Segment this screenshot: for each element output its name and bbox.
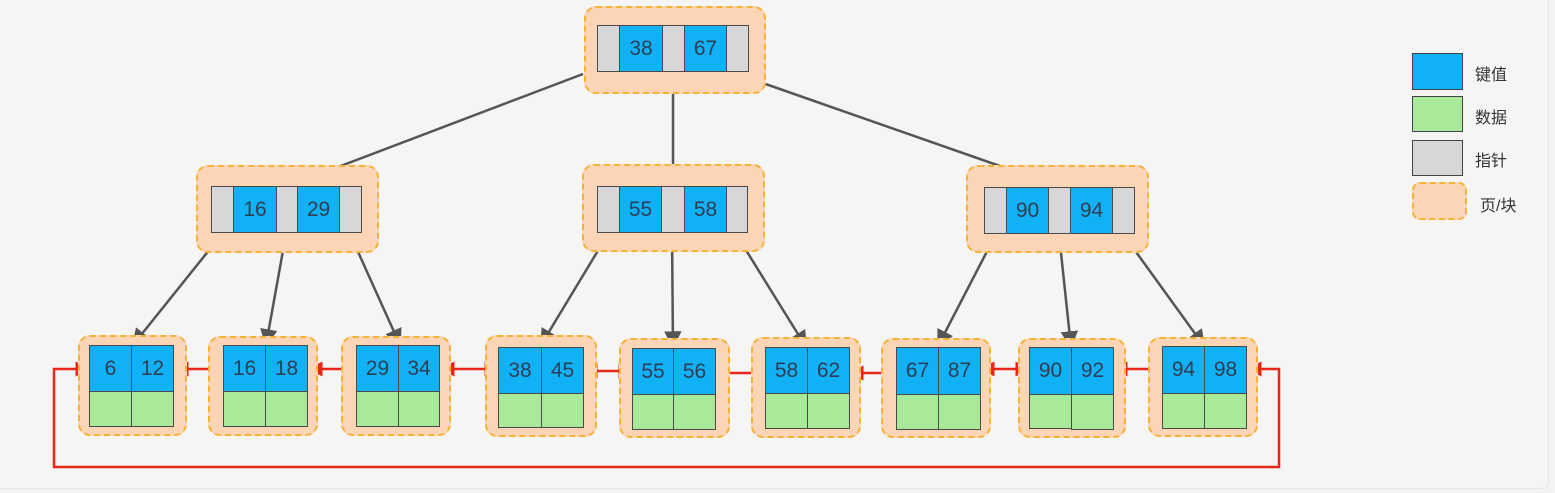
leaf2-key-2: 18	[265, 345, 308, 392]
edge-internal2-leaf5	[664, 233, 682, 349]
leaf3-data-1	[356, 391, 399, 427]
leaf6-key-1: 58	[765, 347, 808, 394]
internal3-pointer-3	[1112, 187, 1135, 234]
root-pointer-3	[726, 25, 749, 72]
leaf5-data-2	[673, 394, 716, 430]
leaf7-key-1: 67	[896, 347, 939, 395]
edge-internal2-leaf4	[539, 233, 610, 347]
leaf6-key-2: 62	[807, 347, 850, 394]
leaf4-data-1	[498, 393, 542, 428]
leaf5-key-2: 56	[673, 348, 716, 395]
legend-page-label: 页/块	[1480, 198, 1517, 215]
legend-data-label: 数据	[1475, 110, 1508, 127]
leaf1-data-1	[89, 391, 132, 427]
leaf3-key-2: 34	[398, 345, 440, 392]
leaf2-key-1: 16	[223, 345, 266, 392]
leaf7-data-2	[938, 394, 981, 430]
legend-pointer-label: 指针	[1475, 153, 1508, 170]
leaf6-data-2	[807, 393, 850, 429]
internal2-pointer-3	[726, 186, 748, 233]
leaf5-key-1: 55	[632, 348, 674, 395]
leaf1-key-1: 6	[89, 345, 132, 392]
root-key-1: 38	[619, 25, 663, 72]
legend-pointer-swatch	[1412, 140, 1463, 176]
root-key-2: 67	[684, 25, 727, 72]
internal2-key-1: 55	[619, 186, 662, 233]
leaf7-data-1	[896, 394, 939, 430]
leaf4-key-2: 45	[541, 347, 584, 394]
leaf6-data-1	[765, 393, 808, 429]
leaf4-key-1: 38	[498, 347, 542, 394]
leaf2-data-1	[223, 391, 266, 427]
internal3-key-1: 90	[1006, 187, 1049, 234]
internal1-key-2: 29	[297, 186, 340, 233]
leaf1-data-2	[131, 391, 174, 427]
internal3-pointer-1	[984, 187, 1007, 234]
edge-internal2-leaf6	[734, 233, 808, 349]
leaf2-data-2	[265, 391, 308, 427]
leaf8-data-2	[1071, 394, 1114, 430]
leaf8-data-1	[1029, 394, 1072, 429]
internal2-pointer-1	[597, 186, 620, 233]
internal3-key-2: 94	[1070, 187, 1113, 234]
leaf7-key-2: 87	[938, 347, 981, 395]
internal1-key-1: 16	[233, 186, 277, 233]
leaf5-data-1	[632, 394, 674, 430]
internal3-pointer-2	[1048, 187, 1071, 234]
root-pointer-2	[662, 25, 685, 72]
leaf1-key-2: 12	[131, 345, 174, 392]
leaf3-key-1: 29	[356, 345, 399, 392]
internal1-pointer-3	[339, 186, 362, 233]
leaf8-key-1: 90	[1029, 347, 1072, 395]
legend-key-swatch	[1412, 53, 1463, 90]
leaf8-key-2: 92	[1071, 347, 1114, 395]
leaf9-key-1: 94	[1162, 346, 1205, 394]
legend-page-swatch	[1412, 182, 1467, 220]
root-pointer-1	[597, 25, 620, 72]
leaf9-data-1	[1162, 393, 1205, 429]
leaf4-data-2	[541, 393, 584, 428]
internal1-pointer-2	[276, 186, 298, 233]
internal1-pointer-1	[211, 186, 234, 233]
internal2-key-2: 58	[684, 186, 727, 233]
leaf9-data-2	[1204, 393, 1247, 429]
legend-data-swatch	[1412, 96, 1463, 132]
legend-key-label: 键值	[1475, 67, 1508, 84]
leaf3-data-2	[398, 391, 440, 427]
internal2-pointer-2	[661, 186, 685, 233]
leaf9-key-2: 98	[1204, 346, 1247, 394]
leaf-link-wraparound	[52, 361, 1281, 469]
